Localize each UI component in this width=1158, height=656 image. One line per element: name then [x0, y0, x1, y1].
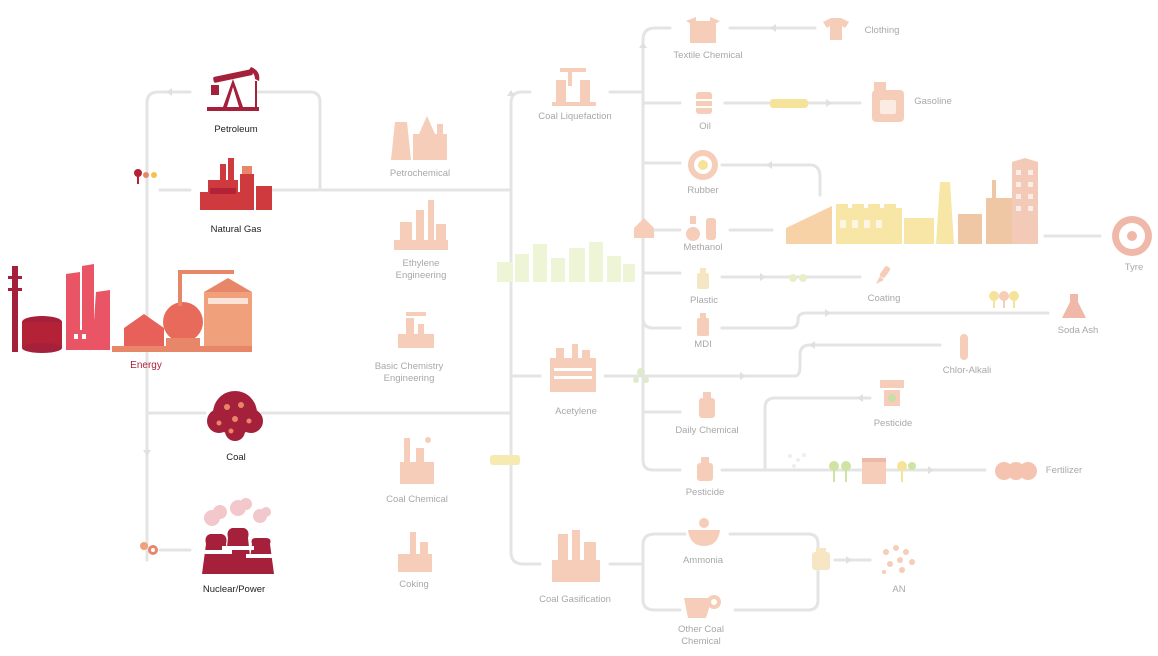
mdi-to-soda-line — [720, 311, 1050, 330]
flow-arrows — [143, 24, 934, 564]
label-chlor-alkali: Chlor-Alkali — [942, 365, 992, 376]
label-mdi: MDI — [694, 339, 712, 350]
methanol-flask-icon — [686, 216, 716, 241]
label-daily-chemical: Daily Chemical — [675, 425, 739, 436]
rubber-to-factories — [720, 163, 822, 197]
label-energy: Energy — [130, 360, 162, 371]
small-house-icon — [634, 218, 654, 238]
pump-jack-icon — [207, 67, 260, 111]
pellets-icon — [789, 274, 807, 282]
an-particles-icon — [882, 545, 915, 574]
left-trunk-line — [145, 90, 192, 562]
label-coal: Coal — [226, 452, 246, 463]
ammonia-bowl-icon — [688, 518, 720, 546]
nuclear-power-plant-icon — [200, 498, 276, 574]
ammonia-jar-icon — [812, 548, 830, 570]
spray-icon — [788, 453, 806, 468]
label-pesticide-product: Pesticide — [685, 487, 725, 498]
label-ethylene-engineering: Ethylene Engineering — [395, 258, 447, 281]
label-pesticide-end: Pesticide — [873, 418, 913, 429]
label-plastic: Plastic — [690, 295, 718, 306]
basic-chemistry-plant-icon — [398, 312, 434, 348]
label-other-coal-chemical: Other Coal Chemical — [678, 624, 724, 647]
coal-chemical-plant-icon — [400, 437, 434, 484]
rubber-wheel-icon — [688, 150, 718, 180]
natural-gas-plant-icon — [200, 158, 272, 210]
ethylene-plant-icon — [394, 200, 448, 250]
label-ammonia: Ammonia — [682, 555, 724, 566]
trees-icon — [989, 291, 1019, 308]
label-clothing: Clothing — [864, 25, 900, 36]
label-fertilizer: Fertilizer — [1045, 465, 1083, 476]
petroleum-to-main-line — [256, 90, 322, 192]
paint-brush-icon — [876, 266, 891, 284]
label-methanol: Methanol — [683, 242, 723, 253]
city-buildings-icon — [497, 242, 635, 282]
right-trunk-line — [641, 26, 682, 472]
textile-chemical-icon — [686, 17, 720, 43]
label-basic-chemistry-engineering: Basic Chemistry Engineering — [374, 361, 444, 384]
label-natural-gas: Natural Gas — [210, 224, 262, 235]
acetylene-to-trunk-line — [603, 343, 942, 378]
label-gasoline: Gasoline — [914, 96, 952, 107]
coal-pile-icon — [207, 391, 263, 441]
petrochemical-plant-icon — [391, 116, 447, 160]
label-nuclear-power: Nuclear/Power — [202, 584, 266, 595]
oil-barrel-icon — [696, 92, 712, 114]
label-petrochemical: Petrochemical — [389, 168, 451, 179]
plastic-bottle-icon — [697, 268, 709, 289]
fertilizer-pile-icon — [995, 462, 1037, 480]
label-rubber: Rubber — [687, 185, 719, 196]
pipe-icon — [490, 455, 520, 465]
coal-gasification-plant-icon — [552, 530, 600, 582]
ammonia-to-an-line — [728, 532, 820, 612]
farm-icon — [829, 458, 916, 484]
label-textile-chemical: Textile Chemical — [673, 50, 743, 61]
pesticide-bottle-icon — [697, 457, 713, 481]
coal-liquefaction-icon — [552, 68, 596, 106]
other-coal-chemical-icon — [684, 595, 721, 618]
pesticide-sprayer-icon — [880, 380, 904, 406]
label-acetylene: Acetylene — [555, 406, 597, 417]
gears-icon — [140, 542, 158, 555]
acetylene-plant-icon — [550, 344, 596, 392]
tyre-icon — [1112, 216, 1152, 256]
gasification-to-branches — [608, 532, 687, 612]
oil-tanker-icon — [770, 99, 808, 108]
label-coal-liquefaction: Coal Liquefaction — [538, 111, 612, 122]
label-oil: Oil — [699, 121, 711, 132]
sprout-icon — [633, 368, 649, 383]
energy-complex-icon — [8, 264, 252, 353]
coking-plant-icon — [398, 532, 432, 572]
shirt-icon — [823, 18, 849, 40]
daily-chemical-icon — [699, 392, 715, 418]
gasoline-can-icon — [872, 82, 904, 122]
label-coating: Coating — [867, 293, 901, 304]
label-coal-chemical: Coal Chemical — [386, 494, 448, 505]
markers-icon — [134, 169, 157, 184]
label-soda-ash: Soda Ash — [1057, 325, 1099, 336]
soda-ash-flask-icon — [1062, 294, 1086, 318]
industrial-skyline-icon — [786, 158, 1038, 244]
label-petroleum: Petroleum — [214, 124, 258, 135]
mdi-bottle-icon — [697, 313, 709, 336]
test-tube-icon — [960, 334, 968, 360]
label-an: AN — [892, 584, 906, 595]
label-coal-gasification: Coal Gasification — [539, 594, 611, 605]
label-tyre: Tyre — [1124, 262, 1144, 273]
central-trunk-line — [509, 90, 542, 566]
branch-mdi — [641, 316, 682, 330]
daily-to-pesticide-line — [763, 396, 872, 472]
label-coking: Coking — [399, 579, 429, 590]
